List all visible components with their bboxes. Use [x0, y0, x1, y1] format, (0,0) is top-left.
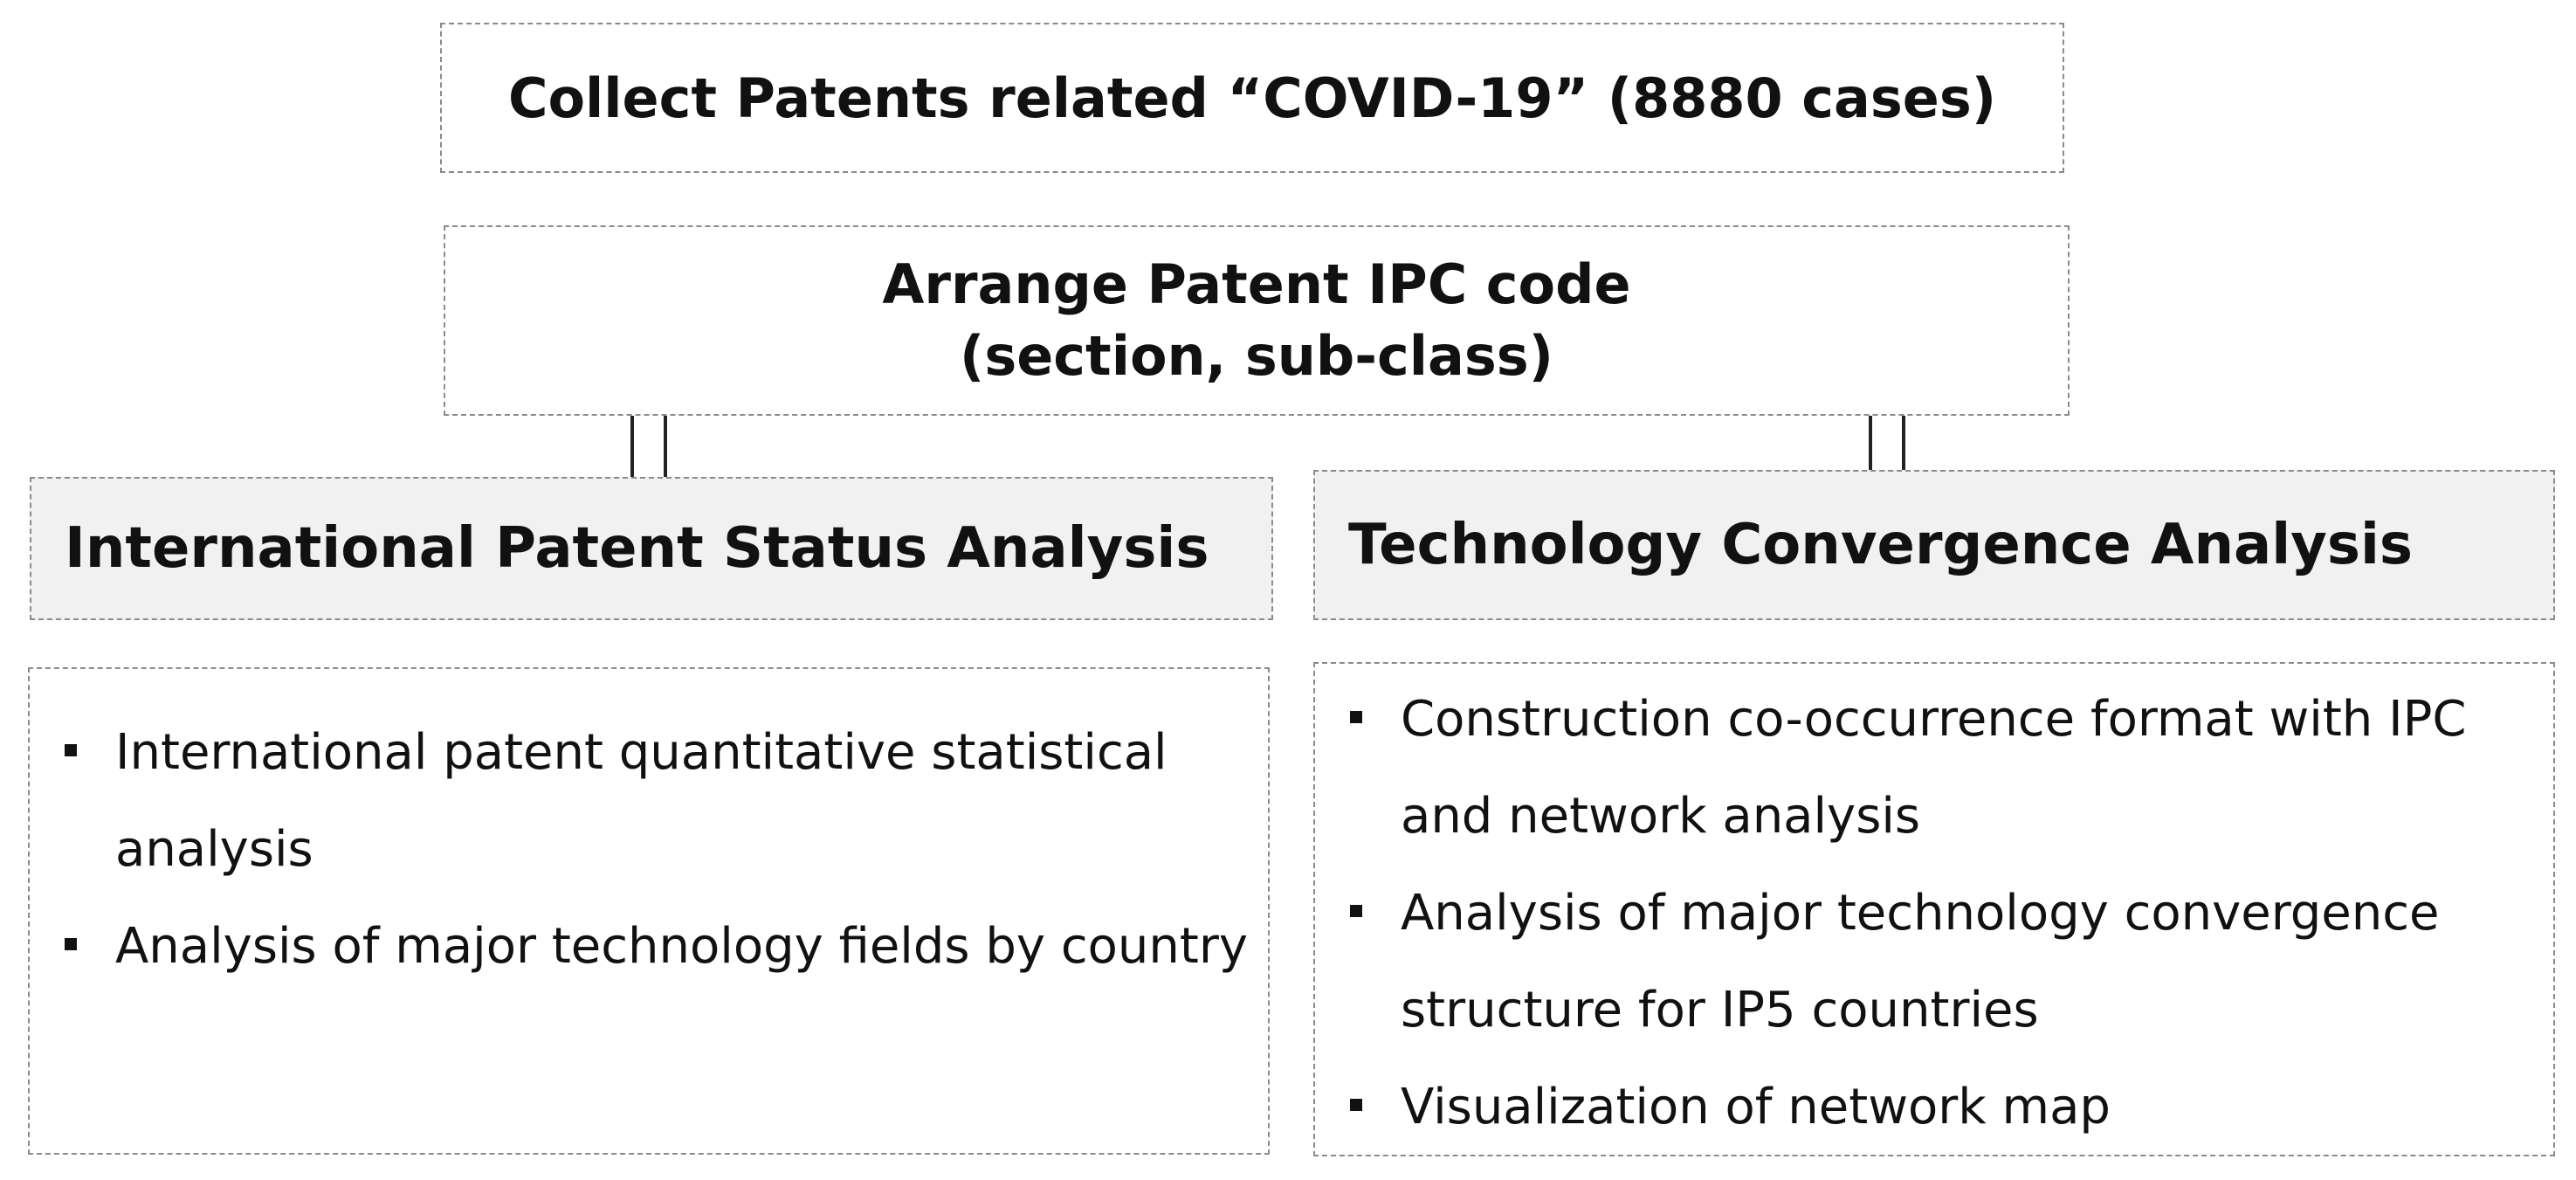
- bullet-icon: [65, 744, 77, 756]
- technology-convergence-list: Construction co-occurrence format with I…: [1350, 671, 2536, 1156]
- list-item-text: Visualization of network map: [1401, 1079, 2111, 1135]
- international-analysis-details: International patent quantitative statis…: [28, 667, 1270, 1155]
- bullet-icon: [1350, 905, 1362, 917]
- list-item: Visualization of network map: [1350, 1059, 2536, 1156]
- bullet-icon: [1350, 711, 1362, 723]
- right-connector-line-2: [1902, 416, 1905, 470]
- bullet-icon: [65, 938, 77, 950]
- international-analysis-title: International Patent Status Analysis: [65, 516, 1209, 581]
- list-item-text: Analysis of major technology convergence…: [1401, 885, 2440, 1039]
- bullet-icon: [1350, 1099, 1362, 1111]
- list-item-text: Construction co-occurrence format with I…: [1401, 691, 2467, 845]
- collect-patents-box: Collect Patents related “COVID-19” (8880…: [440, 23, 2064, 173]
- international-analysis-header: International Patent Status Analysis: [30, 477, 1273, 620]
- collect-patents-label: Collect Patents related “COVID-19” (8880…: [507, 66, 1997, 130]
- arrange-ipc-label: Arrange Patent IPC code: [882, 252, 1631, 317]
- arrange-ipc-box: Arrange Patent IPC code (section, sub-cl…: [444, 225, 2070, 416]
- list-item: Construction co-occurrence format with I…: [1350, 671, 2536, 865]
- technology-convergence-title: Technology Convergence Analysis: [1348, 513, 2413, 577]
- arrange-ipc-sublabel: (section, sub-class): [960, 324, 1553, 388]
- list-item-text: Analysis of major technology fields by c…: [115, 918, 1249, 975]
- technology-convergence-details: Construction co-occurrence format with I…: [1313, 662, 2555, 1156]
- list-item-text: International patent quantitative statis…: [115, 724, 1167, 878]
- technology-convergence-header: Technology Convergence Analysis: [1313, 470, 2555, 620]
- list-item: Analysis of major technology fields by c…: [65, 898, 1250, 995]
- right-connector-line-1: [1869, 416, 1872, 470]
- list-item: International patent quantitative statis…: [65, 704, 1250, 898]
- left-connector-line-2: [664, 416, 667, 477]
- list-item: Analysis of major technology convergence…: [1350, 865, 2536, 1059]
- international-analysis-list: International patent quantitative statis…: [65, 704, 1250, 995]
- left-connector-line-1: [630, 416, 634, 477]
